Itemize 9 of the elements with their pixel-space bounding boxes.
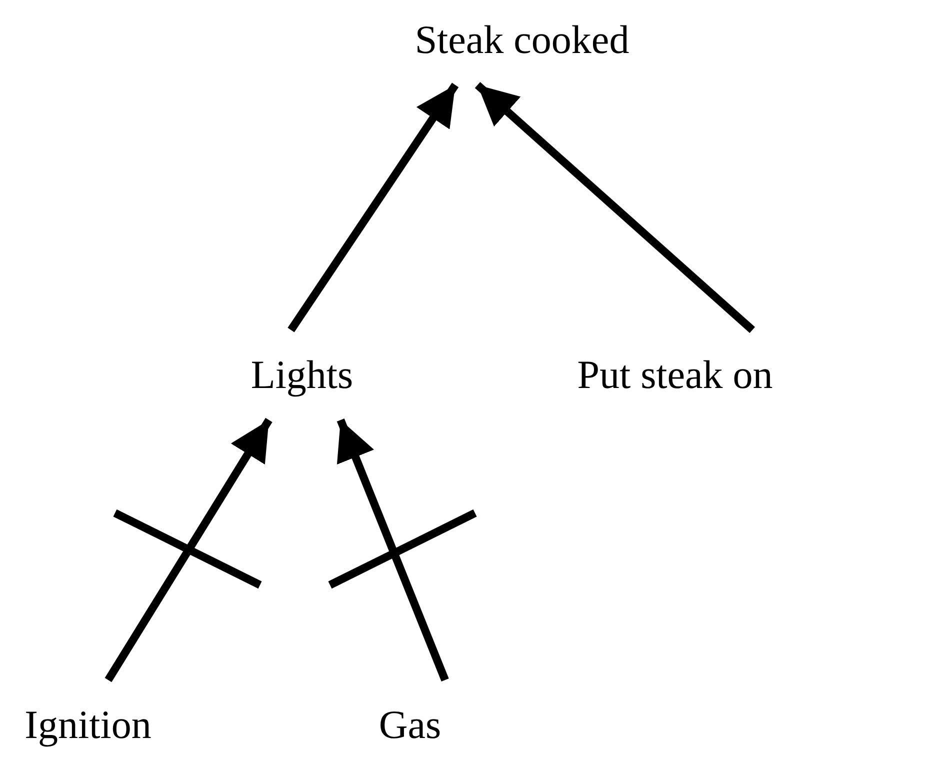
node-label: Gas bbox=[378, 702, 442, 748]
node-label: Steak cooked bbox=[414, 17, 630, 63]
arrow bbox=[474, 82, 756, 333]
arrow bbox=[328, 418, 477, 682]
node-label: Ignition bbox=[24, 702, 152, 748]
arrow bbox=[288, 82, 459, 332]
node-label: Lights bbox=[250, 352, 354, 398]
arrow bbox=[104, 418, 272, 682]
node-label: Put steak on bbox=[577, 352, 773, 398]
